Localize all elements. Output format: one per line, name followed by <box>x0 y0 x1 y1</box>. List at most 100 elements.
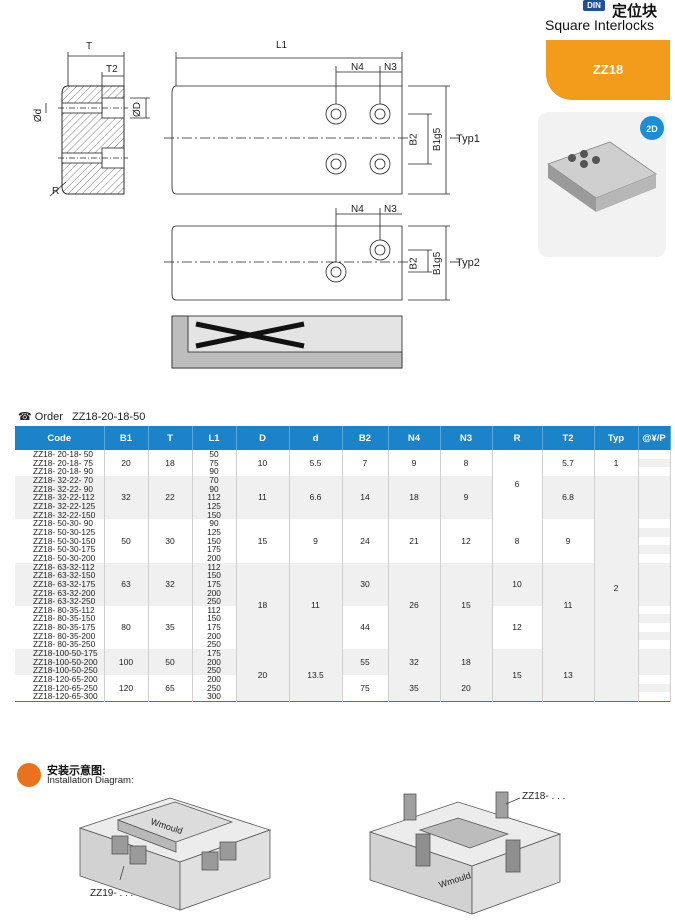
code-cell: ZZ18- 80-35-150 <box>15 614 105 624</box>
price-cell <box>638 562 671 572</box>
installation-diagram: Wmould Wmould <box>78 791 562 915</box>
price-cell <box>638 675 671 684</box>
l1-cell: 250 <box>192 684 237 693</box>
price-cell <box>638 683 671 693</box>
code-cell: ZZ18-100-50-250 <box>15 666 105 676</box>
code-cell: ZZ18- 80-35-200 <box>15 632 105 641</box>
n3-cell: 15 <box>440 562 493 650</box>
t-cell: 35 <box>148 605 193 650</box>
l1-cell: 150 <box>192 536 237 546</box>
t-cell: 65 <box>148 675 193 702</box>
model-label: ZZ18 <box>592 62 624 77</box>
price-cell <box>638 623 671 632</box>
n4-cell: 26 <box>388 562 441 650</box>
code-cell: ZZ18- 50-30- 90 <box>15 519 105 528</box>
n4-label-typ1: N4 <box>351 62 364 73</box>
table-row: ZZ18- 63-32-250 250 <box>15 597 671 606</box>
l1-cell: 70 <box>192 476 237 485</box>
col-typ: Typ <box>594 426 639 450</box>
technical-drawing <box>45 52 460 369</box>
col-t2: T2 <box>542 426 595 450</box>
l1-cell: 90 <box>192 484 237 494</box>
table-row: ZZ18- 50-30- 90 50 30 90 15 9 24 21 12 8… <box>15 519 671 563</box>
code-cell: ZZ18- 63-32-250 <box>15 597 105 606</box>
code-cell: ZZ18- 20-18- 90 <box>15 467 105 476</box>
d-cell: 9 <box>289 519 343 563</box>
n3-cell: 18 <box>440 649 493 676</box>
table-row: ZZ18- 32-22- 90 90 <box>15 484 671 494</box>
code-cell: ZZ18- 32-22-125 <box>15 502 105 511</box>
price-cell <box>638 536 671 546</box>
code-cell: ZZ18- 50-30-200 <box>15 554 105 563</box>
price-cell <box>638 640 671 650</box>
d-cell: 5.5 <box>289 450 343 476</box>
code-cell: ZZ18- 63-32-112 <box>15 562 105 572</box>
D-cell: 11 <box>236 475 290 520</box>
typ2-label: Typ2 <box>456 257 480 269</box>
order-example: ZZ18-20-18-50 <box>71 411 146 423</box>
table-row: ZZ18- 63-32-112 63 32 112 18 11 30 26 15… <box>15 562 671 650</box>
d-cell: 11 <box>289 562 343 650</box>
r-cell: 8 <box>492 519 543 563</box>
code-cell: ZZ18- 80-35-250 <box>15 640 105 650</box>
b1-cell: 63 <box>104 562 149 606</box>
price-cell <box>638 666 671 676</box>
l1-cell: 125 <box>192 528 237 537</box>
col-D: D <box>236 426 290 450</box>
price-cell <box>638 501 671 511</box>
l1-cell: 250 <box>192 597 237 606</box>
n3-cell: 20 <box>440 675 493 702</box>
price-cell <box>638 614 671 624</box>
l1-cell: 200 <box>192 658 237 667</box>
b1-cell: 80 <box>104 605 149 650</box>
l1-cell: 75 <box>192 458 237 468</box>
typ-cell: 2 <box>594 475 639 702</box>
l1-cell: 200 <box>192 588 237 598</box>
l1-cell: 150 <box>192 571 237 580</box>
2d-badge: 2D <box>640 116 664 140</box>
l1-cell: 175 <box>192 580 237 589</box>
n4-cell: 9 <box>388 450 441 476</box>
col-price: @¥/P <box>638 426 671 450</box>
price-cell <box>638 631 671 641</box>
title-chinese: 定位块 <box>612 3 658 20</box>
price-cell <box>638 579 671 589</box>
b2-label-typ2: B2 <box>408 257 420 270</box>
b2-cell: 7 <box>342 450 389 476</box>
n4-cell: 32 <box>388 649 441 676</box>
code-cell: ZZ18-120-65-200 <box>15 675 105 684</box>
n3-cell: 8 <box>440 450 493 476</box>
code-cell: ZZ18- 50-30-150 <box>15 536 105 546</box>
col-t: T <box>148 426 193 450</box>
code-cell: ZZ18- 32-22- 90 <box>15 484 105 494</box>
l1-cell: 90 <box>192 467 237 476</box>
price-cell <box>638 553 671 563</box>
code-cell: ZZ18- 32-22-150 <box>15 510 105 520</box>
col-n4: N4 <box>388 426 441 450</box>
price-cell <box>638 605 671 615</box>
code-cell: ZZ18- 20-18- 75 <box>15 458 105 468</box>
col-r: R <box>492 426 543 450</box>
price-cell <box>638 484 671 494</box>
price-cell <box>638 545 671 554</box>
table-row: ZZ18- 80-35-250 250 <box>15 640 671 650</box>
price-cell <box>638 527 671 537</box>
col-b2: B2 <box>342 426 389 450</box>
n4-label-typ2: N4 <box>351 204 364 215</box>
code-cell: ZZ18- 32-22- 70 <box>15 476 105 485</box>
code-cell: ZZ18- 50-30-175 <box>15 545 105 554</box>
D-cell: 10 <box>236 450 290 476</box>
radius-label: R <box>52 186 60 197</box>
l1-cell: 250 <box>192 640 237 650</box>
price-cell <box>638 475 671 485</box>
t-dimension-label: T <box>86 41 93 52</box>
price-cell <box>638 519 671 528</box>
zz18-caption: ZZ18- . . . <box>522 791 566 802</box>
